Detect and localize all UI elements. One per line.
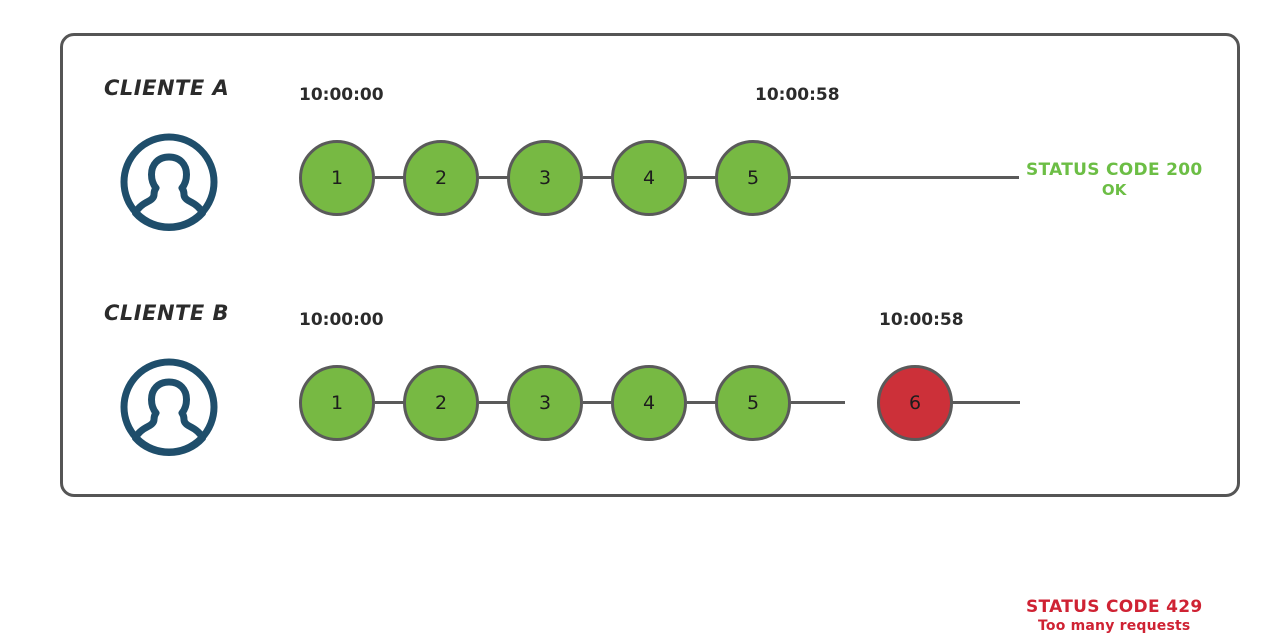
request-node[interactable]: 4 bbox=[611, 365, 687, 441]
status-message-label: Too many requests bbox=[1038, 617, 1191, 634]
connector bbox=[583, 401, 637, 404]
status-code-label: STATUS CODE 429 bbox=[1026, 597, 1203, 617]
request-node-blocked[interactable]: 6 bbox=[877, 365, 953, 441]
status-message-label: OK bbox=[1101, 180, 1127, 199]
request-node[interactable]: 5 bbox=[715, 365, 791, 441]
connector bbox=[687, 401, 741, 404]
request-node[interactable]: 4 bbox=[611, 140, 687, 216]
request-node[interactable]: 3 bbox=[507, 365, 583, 441]
request-node[interactable]: 2 bbox=[403, 140, 479, 216]
request-node[interactable]: 5 bbox=[715, 140, 791, 216]
status-badge-b: STATUS CODE 429 Too many requests bbox=[1026, 597, 1202, 635]
client-label-a: CLIENTE A bbox=[104, 76, 230, 100]
timestamp-start-b: 10:00:00 bbox=[299, 310, 384, 330]
request-node[interactable]: 2 bbox=[403, 365, 479, 441]
connector bbox=[479, 176, 533, 179]
connector-trailing bbox=[791, 176, 1019, 179]
user-avatar-icon bbox=[118, 131, 220, 233]
request-node[interactable]: 1 bbox=[299, 140, 375, 216]
timestamp-start-a: 10:00:00 bbox=[299, 85, 384, 105]
status-badge-a: STATUS CODE 200 OK bbox=[1026, 160, 1202, 199]
client-label-b: CLIENTE B bbox=[104, 301, 230, 325]
request-node[interactable]: 3 bbox=[507, 140, 583, 216]
connector bbox=[583, 176, 637, 179]
user-avatar-icon bbox=[118, 356, 220, 458]
connector bbox=[375, 401, 429, 404]
connector-trailing bbox=[895, 401, 1020, 404]
timestamp-end-a: 10:00:58 bbox=[755, 85, 840, 105]
timestamp-end-b: 10:00:58 bbox=[879, 310, 964, 330]
request-node[interactable]: 1 bbox=[299, 365, 375, 441]
connector bbox=[791, 401, 845, 404]
status-code-label: STATUS CODE 200 bbox=[1026, 160, 1203, 180]
connector bbox=[687, 176, 741, 179]
connector bbox=[479, 401, 533, 404]
connector bbox=[375, 176, 429, 179]
diagram-canvas: CLIENTE A 10:00:00 10:00:58 1 2 3 4 5 ST… bbox=[60, 33, 1240, 634]
